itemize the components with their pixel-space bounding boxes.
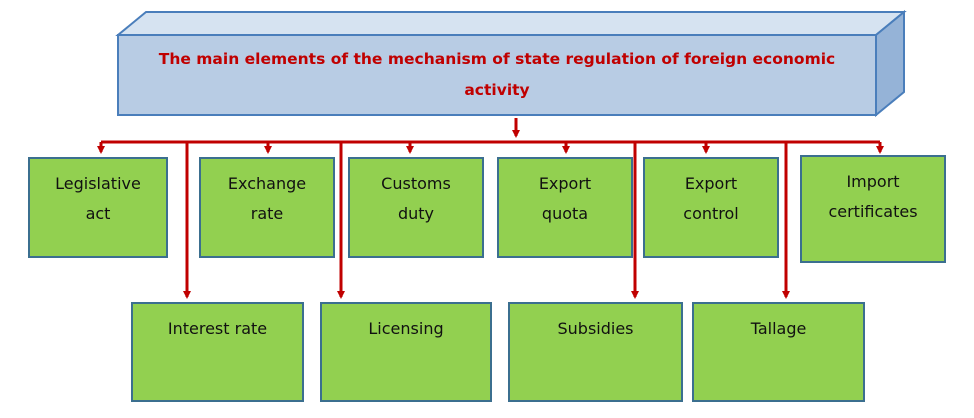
top-element-box-1-label-line: Legislative bbox=[55, 174, 141, 193]
top-element-box-6: Import certificates bbox=[800, 155, 946, 263]
top-element-box-6-label-line: Import bbox=[846, 172, 900, 191]
bottom-element-box-1-label-line: Interest rate bbox=[167, 319, 268, 338]
bottom-element-box-2-label-line: Licensing bbox=[368, 319, 444, 338]
top-element-box-2: Exchange rate bbox=[199, 157, 335, 258]
top-element-box-3: Customs duty bbox=[348, 157, 484, 258]
header-top-face bbox=[115, 11, 907, 36]
top-element-box-1: Legislative act bbox=[28, 157, 168, 258]
connector-lines bbox=[97, 118, 884, 299]
top-element-box-4: Export quota bbox=[497, 157, 633, 258]
bottom-element-box-1: Interest rate bbox=[131, 302, 304, 402]
top-element-box-3-label-line: duty bbox=[397, 204, 435, 223]
top-element-box-6-label-line: certificates bbox=[828, 202, 918, 221]
header-front-face bbox=[117, 34, 877, 116]
top-element-box-3-label-line: Customs bbox=[381, 174, 451, 193]
top-element-box-5: Export control bbox=[643, 157, 779, 258]
top-element-box-5-label-line: Export bbox=[684, 174, 738, 193]
top-element-box-1-label-line: act bbox=[85, 204, 111, 223]
bottom-element-box-4: Tallage bbox=[692, 302, 865, 402]
top-element-box-2-label-line: Exchange bbox=[227, 174, 307, 193]
top-element-box-5-label-line: control bbox=[683, 204, 739, 223]
top-element-box-2-label-line: rate bbox=[250, 204, 284, 223]
bottom-element-box-3: Subsidies bbox=[508, 302, 683, 402]
top-element-box-4-label-line: Export bbox=[538, 174, 592, 193]
bottom-element-box-2: Licensing bbox=[320, 302, 492, 402]
bottom-element-box-3-label-line: Subsidies bbox=[557, 319, 634, 338]
top-element-box-4-label-line: quota bbox=[541, 204, 589, 223]
bottom-element-box-4-label-line: Tallage bbox=[750, 319, 807, 338]
